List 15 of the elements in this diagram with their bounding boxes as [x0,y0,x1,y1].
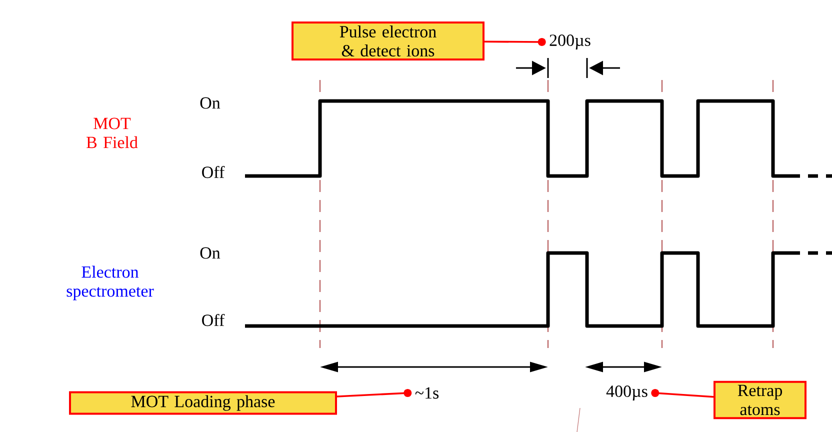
level-label: Off [202,314,225,326]
level-label: On [200,97,220,109]
callout-box: Retrap atoms [714,380,806,420]
measure-text: 400µs [606,386,648,400]
leader-line [336,389,412,398]
signal-label: Electron spectrometer [66,266,154,300]
level-label: On [200,247,220,259]
callout-box: Pulse electron & detect ions [292,22,484,60]
leader-line [651,389,714,398]
measure-text: ~1s [415,387,439,399]
measure-text: 200µs [550,34,590,50]
level-label: Off [202,166,225,178]
callout-box: MOT Loading phase [69,391,337,415]
leader-line [484,38,546,46]
signal-label: MOT B Field [86,118,138,148]
